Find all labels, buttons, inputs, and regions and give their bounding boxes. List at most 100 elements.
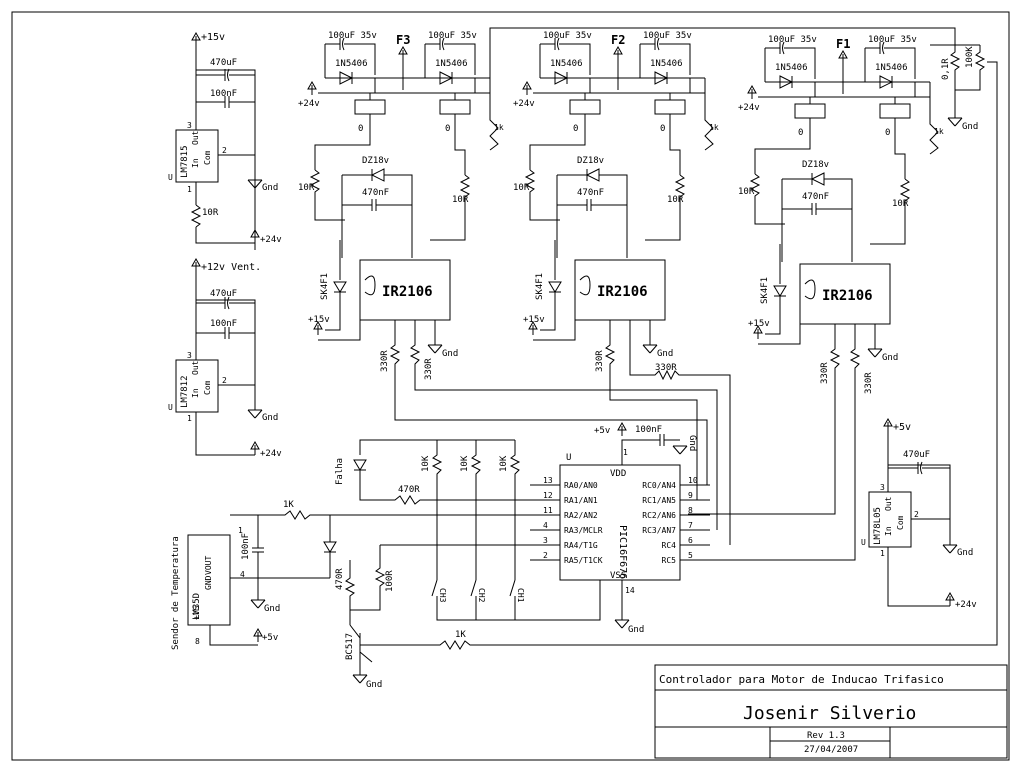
svg-text:2: 2 (914, 510, 919, 519)
svg-text:1K: 1K (455, 630, 466, 640)
svg-text:BC517: BC517 (345, 633, 355, 660)
mcu-pin-number: 8 (688, 506, 693, 515)
mcu-pin-number: 5 (688, 551, 693, 560)
svg-text:+24v: +24v (513, 99, 535, 109)
svg-text:U: U (566, 453, 571, 463)
svg-text:Com: Com (896, 515, 905, 530)
svg-text:14: 14 (625, 586, 635, 595)
svg-text:8: 8 (195, 637, 200, 646)
mcu-pin-number: 9 (688, 491, 693, 500)
svg-text:10K: 10K (499, 455, 509, 472)
svg-text:100nF: 100nF (210, 319, 237, 329)
svg-text:+5v: +5v (594, 426, 610, 436)
phase-stage-f3: F3 100uF 35v 100uF 35v 1N5406 1N5406 +24… (298, 31, 718, 530)
svg-text:SK4F1: SK4F1 (535, 273, 545, 300)
svg-text:3: 3 (187, 121, 192, 130)
microcontroller: VDD VSS U PIC16F676 1 14 13RA0/AN012RA1/… (530, 422, 710, 635)
title-block-author: Josenir Silverio (743, 703, 916, 724)
svg-text:1: 1 (880, 549, 885, 558)
svg-text:470R: 470R (335, 568, 345, 590)
mcu-pin-name: RA2/AN2 (564, 511, 598, 520)
svg-text:VDD: VDD (610, 469, 626, 479)
svg-text:1: 1 (623, 448, 628, 457)
svg-text:Gnd: Gnd (957, 548, 973, 558)
mcu-pin-name: RA0/AN0 (564, 481, 598, 490)
mcu-pin-number: 12 (543, 491, 553, 500)
svg-text:10R: 10R (513, 183, 530, 193)
title-block-date: 27/04/2007 (804, 745, 858, 755)
mcu-pin-name: RA4/T1G (564, 541, 598, 550)
ir2106-driver (799, 263, 891, 325)
lm35-body (187, 534, 231, 626)
svg-text:100uF 35v: 100uF 35v (543, 31, 592, 41)
svg-text:470nF: 470nF (802, 192, 829, 202)
mcu-pin-number: 3 (543, 536, 548, 545)
svg-text:Gnd: Gnd (628, 625, 644, 635)
svg-text:Sendor de Temperatura: Sendor de Temperatura (171, 536, 181, 650)
svg-text:100nF: 100nF (241, 533, 251, 560)
svg-text:470R: 470R (398, 485, 420, 495)
ir2106-driver (574, 259, 666, 321)
svg-text:+15v: +15v (748, 319, 770, 329)
svg-text:+15v: +15v (523, 315, 545, 325)
svg-text:330R: 330R (424, 358, 434, 380)
svg-text:+VS: +VS (192, 605, 201, 620)
mcu-pin-number: 7 (688, 521, 693, 530)
phase-label: F1 (836, 37, 850, 51)
svg-text:In: In (884, 526, 893, 536)
mcu-pin-number: 13 (543, 476, 553, 485)
svg-text:470uF: 470uF (210, 58, 237, 68)
mcu-pin-name: RC1/AN5 (642, 496, 676, 505)
svg-text:1N5406: 1N5406 (875, 63, 908, 73)
mcu-pin-name: RC3/AN7 (642, 526, 676, 535)
svg-text:3: 3 (187, 351, 192, 360)
svg-text:In: In (191, 388, 200, 398)
svg-text:10R: 10R (738, 187, 755, 197)
svg-text:LM35D: LM35D (192, 593, 202, 620)
svg-text:330R: 330R (380, 350, 390, 372)
svg-text:LM7815: LM7815 (180, 145, 190, 178)
current-shunt: 0,1R 100K Gnd (480, 44, 998, 646)
svg-text:Gnd: Gnd (882, 353, 898, 363)
svg-text:IR2106: IR2106 (382, 284, 433, 300)
svg-text:0: 0 (445, 124, 450, 134)
svg-text:CH2: CH2 (477, 588, 486, 603)
svg-text:330R: 330R (864, 372, 874, 394)
svg-text:1N5406: 1N5406 (775, 63, 808, 73)
mcu-pin-name: RC4 (662, 541, 677, 550)
svg-text:+24v: +24v (298, 99, 320, 109)
svg-text:Gnd: Gnd (262, 413, 278, 423)
svg-text:1: 1 (187, 414, 192, 423)
svg-text:DZ18v: DZ18v (577, 156, 604, 166)
svg-text:+24v: +24v (738, 103, 760, 113)
svg-text:U: U (168, 173, 173, 182)
mcu-pin-name: RC0/AN4 (642, 481, 676, 490)
svg-text:IR2106: IR2106 (597, 284, 648, 300)
regulator-15v: +15v 470uF 100nF LM7815 In Out Com 3 1 2… (168, 32, 282, 250)
phase-label: F2 (611, 33, 625, 47)
svg-text:0: 0 (660, 124, 665, 134)
svg-text:IR2106: IR2106 (822, 288, 873, 304)
regulator-12v: +12v Vent. 470uF 100nF LM7812 In Out Com… (168, 258, 282, 459)
svg-text:Out: Out (191, 130, 200, 145)
svg-text:100uF 35v: 100uF 35v (428, 31, 477, 41)
mcu-pin-number: 2 (543, 551, 548, 560)
svg-text:100uF 35v: 100uF 35v (868, 35, 917, 45)
mcu-pin-name: RA5/T1CK (564, 556, 603, 565)
rail-15v-label: +15v (201, 32, 225, 43)
svg-text:Gnd: Gnd (366, 680, 382, 690)
mcu-pin-name: RA3/MCLR (564, 526, 603, 535)
svg-text:Falha: Falha (335, 458, 345, 485)
title-block-title: Controlador para Motor de Inducao Trifas… (659, 673, 944, 686)
svg-text:+24v: +24v (955, 600, 977, 610)
svg-text:SK4F1: SK4F1 (320, 273, 330, 300)
title-block-revision: Rev 1.3 (807, 731, 845, 741)
ir2106-driver (359, 259, 451, 321)
svg-text:GND: GND (204, 575, 213, 590)
svg-text:100nF: 100nF (635, 425, 662, 435)
svg-text:100uF 35v: 100uF 35v (328, 31, 377, 41)
svg-text:Com: Com (203, 380, 212, 395)
svg-text:4: 4 (240, 570, 245, 579)
title-block: Controlador para Motor de Inducao Trifas… (654, 664, 1008, 759)
pic16f676-body (559, 464, 681, 581)
